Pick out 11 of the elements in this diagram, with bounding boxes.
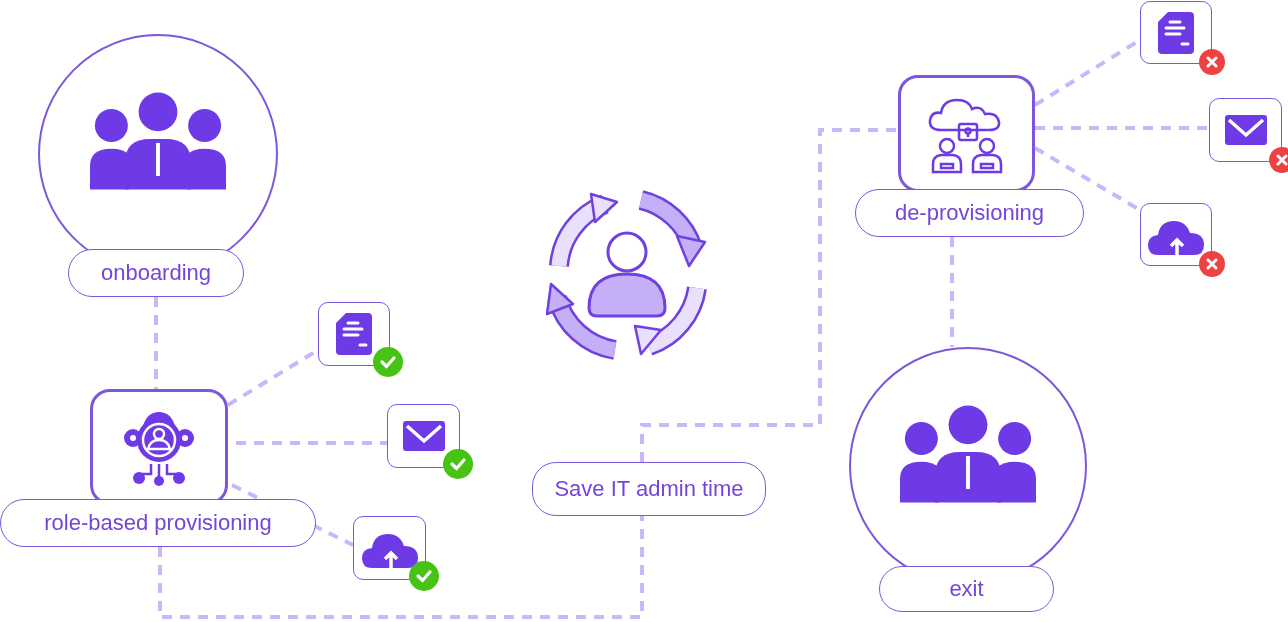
stage-label: de-provisioning	[855, 189, 1084, 237]
dashed-connector	[158, 516, 644, 619]
dashed-connector	[950, 237, 954, 347]
stage-label: exit	[879, 566, 1054, 612]
stage-label: role-based provisioning	[0, 499, 316, 547]
dashed-connector	[1035, 126, 1209, 130]
stage-label: Save IT admin time	[532, 462, 766, 516]
dashed-connector	[154, 297, 158, 389]
stage-label: onboarding	[68, 249, 244, 297]
dashed-connector	[640, 128, 898, 462]
dashed-connector	[236, 441, 387, 445]
